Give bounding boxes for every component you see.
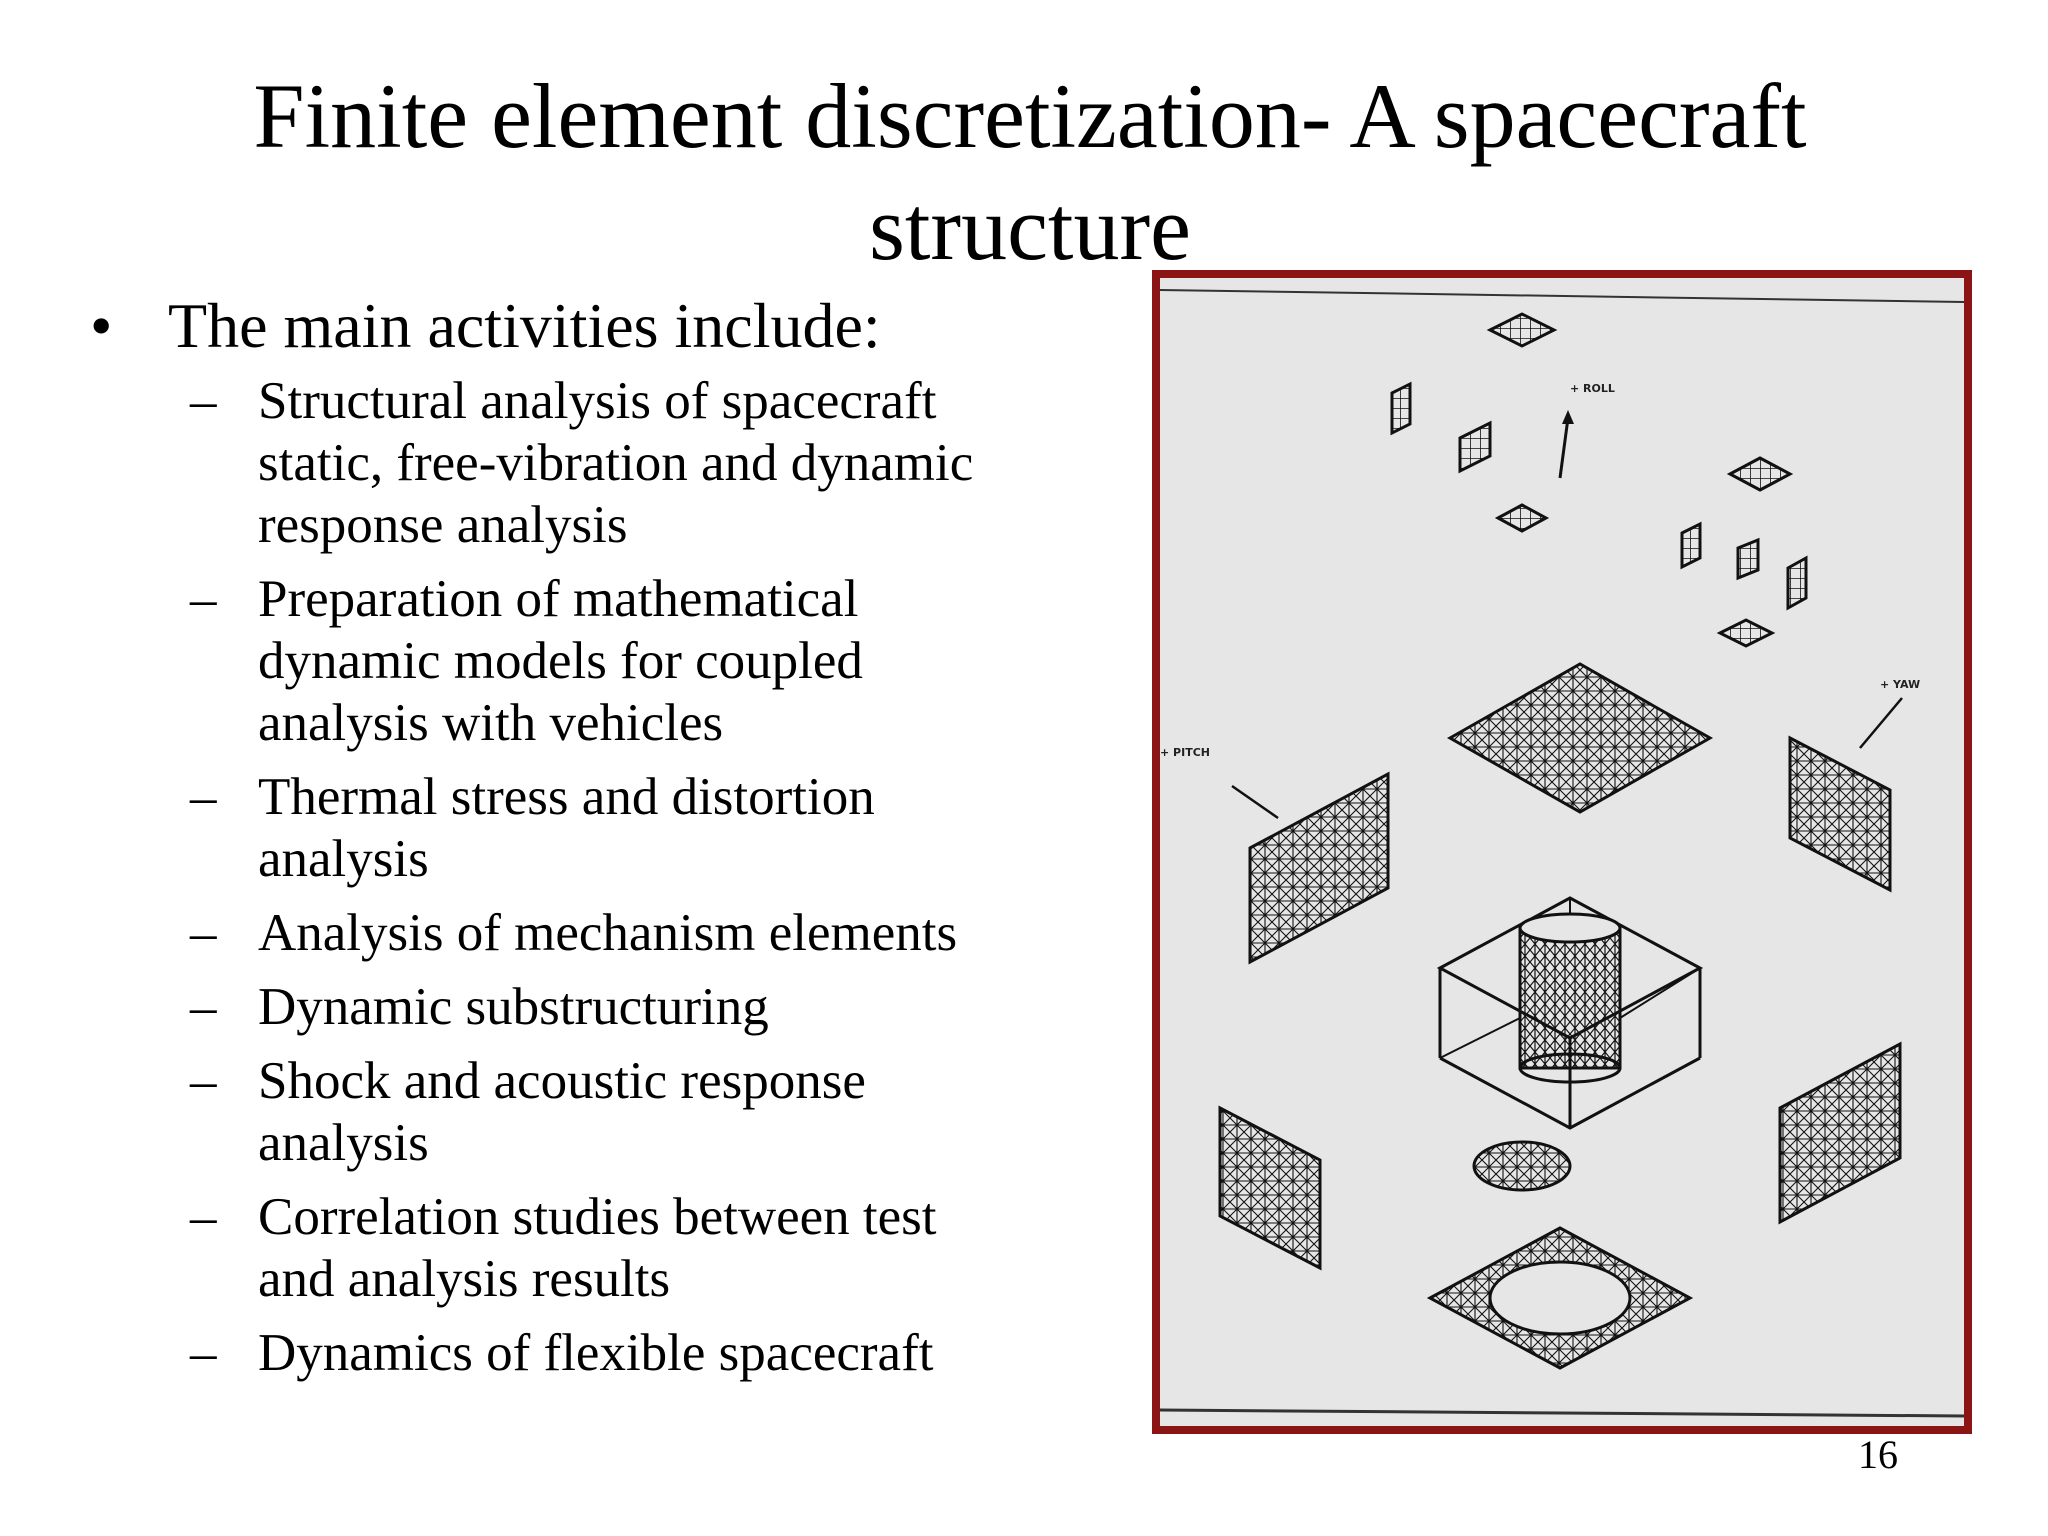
left-side-mesh-panel — [1248, 771, 1390, 965]
main-bullet: • The main activities include: — [90, 288, 881, 364]
list-item-line: and analysis results — [258, 1250, 671, 1308]
small-grid-panel — [1726, 456, 1794, 492]
dash-marker: – — [190, 978, 217, 1036]
list-item-line: static, free-vibration and dynamic — [258, 434, 974, 492]
bullet-marker: • — [90, 290, 113, 361]
small-dish — [1472, 1140, 1572, 1192]
central-cylinder — [1518, 926, 1622, 1070]
pitch-arrow — [1231, 784, 1279, 820]
main-bullet-text: The main activities include: — [168, 290, 881, 361]
roll-label: + ROLL — [1570, 382, 1615, 395]
list-item-line: Preparation of mathematical — [258, 570, 859, 628]
dash-marker: – — [190, 768, 217, 826]
side-grid-panel — [1458, 420, 1492, 474]
list-item: – Structural analysis of spacecraft stat… — [190, 370, 1070, 556]
list-item-line: Shock and acoustic response — [258, 1052, 866, 1110]
title-line-1: Finite element discretization- A spacecr… — [253, 65, 1807, 167]
dash-marker: – — [190, 570, 217, 628]
list-item: – Analysis of mechanism elements — [190, 902, 1070, 964]
slide-title: Finite element discretization- A spacecr… — [80, 60, 1980, 284]
yaw-arrow — [1859, 697, 1903, 749]
list-item: – Dynamic substructuring — [190, 976, 1070, 1038]
central-box-bottom — [1439, 1056, 1701, 1130]
lower-right-mesh-panel — [1778, 1041, 1902, 1225]
dash-marker: – — [190, 1324, 217, 1382]
dash-marker: – — [190, 1188, 217, 1246]
top-grid-panel — [1486, 312, 1558, 348]
scan-edge-line — [1160, 1408, 1964, 1418]
list-item-line: Correlation studies between test — [258, 1188, 937, 1246]
top-mesh-plate — [1446, 662, 1714, 814]
central-box-strut — [1619, 967, 1701, 1019]
side-grid-panel — [1390, 381, 1412, 436]
list-item: – Shock and acoustic response analysis — [190, 1050, 1070, 1174]
central-box-strut — [1439, 1017, 1521, 1059]
list-item-line: dynamic models for coupled — [258, 632, 863, 690]
page-number: 16 — [1858, 1432, 1898, 1477]
right-side-mesh-panel — [1788, 735, 1892, 893]
list-item-line: analysis — [258, 1114, 429, 1172]
spacecraft-fe-figure: + ROLL + YAW + PITCH — [1152, 270, 1972, 1434]
pitch-label: + PITCH — [1160, 746, 1210, 759]
list-item-line: Analysis of mechanism elements — [258, 904, 958, 962]
list-item-line: response analysis — [258, 496, 628, 554]
title-line-2: structure — [869, 177, 1191, 279]
list-item-line: Structural analysis of spacecraft — [258, 372, 937, 430]
bottom-plate-cutout — [1488, 1260, 1632, 1336]
spacecraft-fe-drawing: + ROLL + YAW + PITCH — [1160, 289, 1964, 1418]
small-grid-panel — [1494, 503, 1550, 533]
dash-marker: – — [190, 904, 217, 962]
small-grid-panel — [1716, 618, 1776, 648]
list-item: – Dynamics of flexible spacecraft — [190, 1322, 1070, 1384]
sub-bullet-list: – Structural analysis of spacecraft stat… — [190, 370, 1070, 1396]
side-grid-panel — [1736, 537, 1760, 581]
list-item-line: Dynamic substructuring — [258, 978, 769, 1036]
side-grid-panel — [1786, 555, 1808, 611]
scan-edge-line — [1160, 289, 1964, 303]
dash-marker: – — [190, 1052, 217, 1110]
cylinder-top — [1518, 912, 1622, 944]
list-item-line: Thermal stress and distortion — [258, 768, 875, 826]
roll-arrowhead — [1562, 410, 1574, 424]
cylinder-bottom — [1518, 1052, 1622, 1084]
list-item: – Thermal stress and distortion analysis — [190, 766, 1070, 890]
list-item: – Preparation of mathematical dynamic mo… — [190, 568, 1070, 754]
list-item: – Correlation studies between test and a… — [190, 1186, 1070, 1310]
side-grid-panel — [1680, 521, 1702, 570]
list-item-line: analysis with vehicles — [258, 694, 724, 752]
list-item-line: Dynamics of flexible spacecraft — [258, 1324, 934, 1382]
yaw-label: + YAW — [1880, 678, 1920, 691]
dash-marker: – — [190, 372, 217, 430]
lower-left-mesh-panel — [1218, 1105, 1322, 1271]
list-item-line: analysis — [258, 830, 429, 888]
roll-arrow — [1558, 417, 1570, 479]
